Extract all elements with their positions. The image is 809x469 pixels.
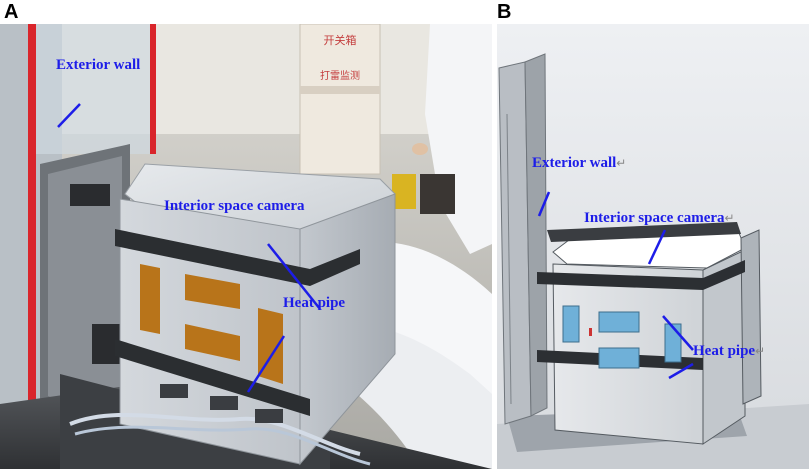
render-pad-3 — [598, 347, 640, 369]
heat-pad-3 — [185, 324, 240, 361]
return-mark-3: ↵ — [755, 344, 766, 358]
heat-pad-2 — [185, 274, 240, 309]
render-pad-4 — [664, 323, 682, 363]
panel-b-letter: B — [497, 1, 512, 23]
render-pad-1 — [562, 305, 580, 343]
leader-heat-pipe — [246, 335, 286, 393]
label-exterior-wall-a: Exterior wall — [56, 57, 141, 73]
leader-heat-pipe-b1 — [662, 315, 694, 351]
photo-illustration: 开关箱 打雷监测 — [0, 24, 492, 469]
leader-camera — [267, 243, 321, 310]
cabinet-sign-text: 开关箱 — [324, 33, 357, 47]
heat-pad-1 — [140, 264, 160, 334]
return-mark-2: ↵ — [724, 211, 735, 225]
label-interior-camera-b-text: Interior space camera — [584, 210, 725, 226]
label-interior-camera-b: Interior space camera↵ — [584, 211, 735, 226]
label-heat-pipe-b: Heat pipe↵ — [693, 344, 765, 359]
label-heat-pipe-b-text: Heat pipe — [693, 343, 756, 359]
render-panel-b — [497, 24, 809, 469]
leader-camera-b — [647, 229, 667, 265]
label-interior-camera-a: Interior space camera — [164, 198, 305, 214]
label-heat-pipe-a: Heat pipe — [283, 295, 346, 311]
return-mark-1: ↵ — [616, 156, 627, 170]
photo-panel-a: 开关箱 打雷监测 — [0, 24, 492, 469]
leader-exterior-wall — [57, 103, 81, 128]
leader-exterior-wall-b — [537, 191, 551, 217]
label-exterior-wall-b-text: Exterior wall — [532, 155, 617, 171]
panel-a-letter: A — [4, 1, 19, 23]
label-exterior-wall-b: Exterior wall↵ — [532, 156, 626, 171]
render-illustration — [497, 24, 809, 469]
leader-heat-pipe-b2 — [668, 362, 694, 380]
cabinet-sign-lower: 打雷监测 — [320, 69, 360, 82]
render-pad-2 — [598, 311, 640, 333]
